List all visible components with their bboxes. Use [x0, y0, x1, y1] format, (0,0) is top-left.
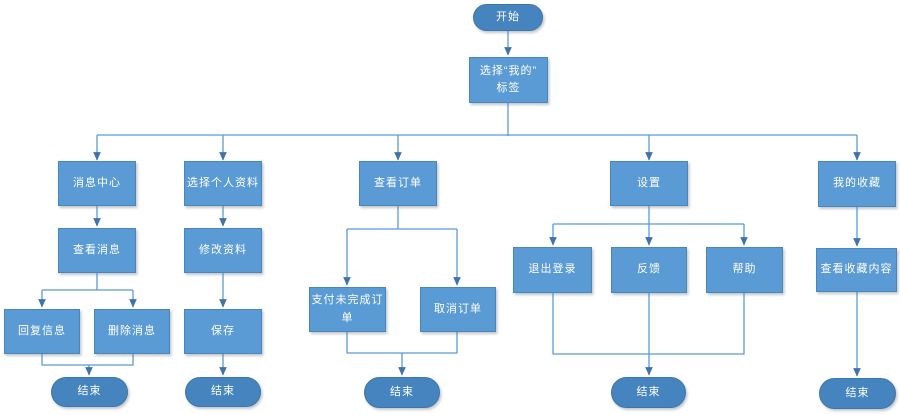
node-reply-message: 回复信息 [4, 309, 80, 354]
node-end-2: 结束 [185, 377, 261, 407]
node-help: 帮助 [706, 247, 783, 293]
node-view-favorites-content: 查看收藏内容 [816, 248, 897, 292]
node-end-5: 结束 [819, 378, 896, 409]
node-my-favorites: 我的收藏 [818, 161, 896, 207]
node-cancel-order: 取消订单 [420, 287, 496, 332]
node-start: 开始 [473, 4, 543, 31]
node-end-3: 结束 [364, 377, 440, 408]
node-message-center: 消息中心 [58, 161, 136, 206]
node-delete-message: 删除消息 [94, 309, 170, 354]
node-pay-unfinished-order: 支付未完成订 单 [309, 287, 386, 332]
node-view-orders: 查看订单 [359, 161, 437, 206]
node-modify-profile: 修改资料 [184, 228, 262, 273]
node-view-messages: 查看消息 [58, 228, 136, 273]
node-end-4: 结束 [611, 377, 686, 408]
node-feedback: 反馈 [611, 247, 687, 293]
connector-lines [41, 103, 857, 366]
node-select-my-tab: 选择“我的” 标签 [469, 57, 548, 103]
node-save: 保存 [184, 309, 262, 354]
node-settings: 设置 [610, 161, 688, 206]
node-end-1: 结束 [51, 377, 128, 407]
node-select-profile: 选择个人资料 [184, 161, 262, 206]
node-logout: 退出登录 [513, 247, 592, 293]
